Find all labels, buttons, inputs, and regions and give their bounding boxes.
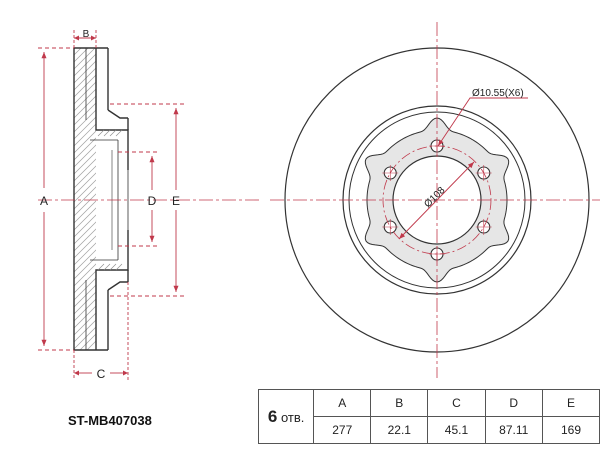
holes-unit: отв. [280, 409, 305, 425]
header-b: B [370, 389, 429, 417]
dimension-b [73, 30, 97, 48]
friction-ring-hatch [74, 48, 96, 350]
pcd-leader [398, 161, 475, 240]
bolt-hole-leader [437, 97, 528, 147]
value-c: 45.1 [427, 416, 486, 444]
bolt-hole-centermark [382, 165, 399, 181]
bolt-hole-centermark [382, 219, 399, 235]
dimension-d-label: D [148, 194, 157, 208]
side-section-view: A B C D [38, 29, 260, 381]
header-c: C [427, 389, 486, 417]
spec-table-value-row: 277 22.1 45.1 87.11 169 [259, 416, 600, 444]
spec-table-header-row: 6 отв. A B C D E [257, 389, 600, 444]
bolt-holes [382, 138, 492, 262]
spec-table: 6 отв. A B C D E 277 22.1 45.1 87.11 169 [257, 389, 600, 444]
value-a: 277 [313, 416, 372, 444]
disc-section-outline [73, 47, 129, 351]
hub-hatch [97, 129, 123, 271]
header-d: D [484, 389, 543, 417]
front-view: Ø108 Ø10.55(X6) [270, 22, 600, 378]
value-e: 169 [541, 416, 600, 444]
dimension-a [38, 47, 74, 351]
dimension-b-label: B [83, 29, 90, 40]
header-e: E [541, 389, 600, 417]
dimension-c [73, 282, 129, 380]
part-number: ST-MB407038 [68, 413, 152, 428]
value-b: 22.1 [370, 416, 429, 444]
holes-count: 6 [267, 406, 278, 426]
dimension-e [110, 103, 184, 297]
value-d: 87.11 [484, 416, 543, 444]
dimension-e-label: E [172, 194, 180, 208]
dimension-c-label: C [97, 367, 106, 381]
bolt-hole-centermark [475, 219, 492, 235]
header-a: A [313, 389, 372, 417]
bolt-hole-label: Ø10.55(X6) [472, 88, 524, 99]
dimension-a-label: A [40, 194, 48, 208]
dimension-d [118, 151, 160, 247]
holes-cell: 6 отв. [257, 389, 315, 444]
